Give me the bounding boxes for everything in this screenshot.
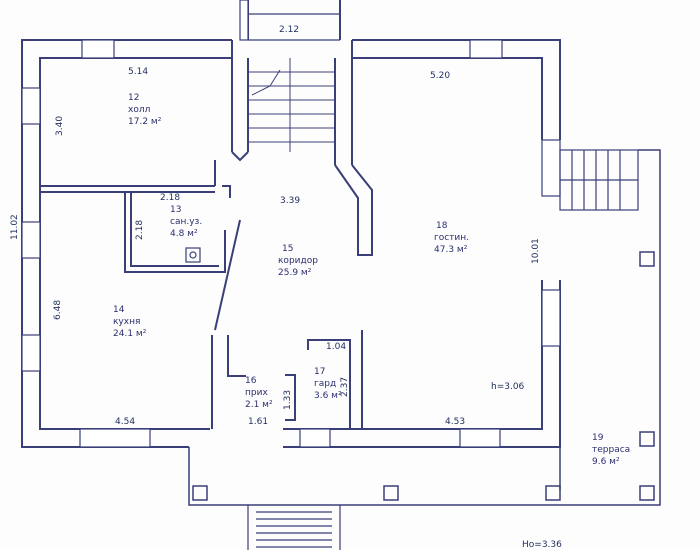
room-18-area: 47.3 м² xyxy=(434,245,468,255)
interior-walls xyxy=(40,160,363,429)
room-12-name: холл xyxy=(128,105,150,115)
toilet-bowl-icon xyxy=(189,251,197,259)
window-north-living xyxy=(469,39,503,59)
dim-bath-height: 2.18 xyxy=(135,220,145,240)
dim-stair-top: 2.12 xyxy=(279,25,299,35)
internal-staircase xyxy=(248,58,335,152)
window-south-kitchen xyxy=(79,428,151,448)
room-15-area: 25.9 м² xyxy=(278,268,312,278)
ceiling-height-note: h=3.06 xyxy=(491,382,525,392)
room-14-number: 14 xyxy=(113,305,125,315)
bathroom-walls-inner xyxy=(130,192,219,267)
angled-partition-wall xyxy=(334,164,373,256)
stair-window-left xyxy=(239,0,249,41)
entry-wall-right xyxy=(285,374,296,421)
terrace-post xyxy=(639,485,655,501)
dim-right-height: 10.01 xyxy=(531,238,541,264)
dimension-labels: 2.12 5.14 5.20 3.40 2.18 2.18 3.39 11.02… xyxy=(10,25,541,427)
terrace-post xyxy=(639,251,655,267)
room-19-number: 19 xyxy=(592,433,604,443)
room-14-name: кухня xyxy=(113,317,140,327)
room-18-name: гостин. xyxy=(434,233,469,243)
room-15-number: 15 xyxy=(282,244,293,254)
north-east-outer-wall xyxy=(352,39,561,140)
window-south-living xyxy=(459,428,501,448)
bathroom-walls xyxy=(124,192,226,273)
room-14-area: 24.1 м² xyxy=(113,329,147,339)
dim-kitchen-height: 6.48 xyxy=(53,300,63,320)
room-13-name: сан.уз. xyxy=(170,217,202,227)
toilet-icon xyxy=(185,247,201,263)
ground-height-note: Hо=3.36 xyxy=(522,540,562,550)
window-east-living-1 xyxy=(541,139,561,197)
room-16-number: 16 xyxy=(245,376,257,386)
kitchen-door-swing xyxy=(214,219,241,331)
room-13-number: 13 xyxy=(170,205,181,215)
dim-corridor-width: 3.39 xyxy=(280,196,300,206)
closet-walls xyxy=(307,339,351,429)
terrace-stair xyxy=(559,149,639,211)
room-12-area: 17.2 м² xyxy=(128,117,162,127)
dim-top-left: 5.14 xyxy=(128,67,148,77)
dim-hall-height: 3.40 xyxy=(55,116,65,136)
window-west-hall xyxy=(21,87,41,125)
entry-wall-left xyxy=(227,335,246,377)
window-north-hall xyxy=(81,39,115,59)
bath-door-jamb xyxy=(222,185,231,198)
dim-entry-width: 1.61 xyxy=(248,417,268,427)
room-labels: 12 холл 17.2 м² 13 сан.уз. 4.8 м² 14 кух… xyxy=(113,93,630,467)
room-17-name: гард xyxy=(314,379,336,389)
toilet-fixture xyxy=(185,247,201,263)
room-12-number: 12 xyxy=(128,93,139,103)
stair-wall-cap xyxy=(231,151,249,162)
stair-direction-arrow xyxy=(251,69,281,96)
terrace-post xyxy=(383,485,399,501)
room-16-name: прих xyxy=(245,388,268,398)
top-exterior-stair xyxy=(248,13,340,41)
window-south-closet xyxy=(299,428,331,448)
room-16-area: 2.1 м² xyxy=(245,400,273,410)
notes: h=3.06 Hо=3.36 xyxy=(491,382,562,550)
room-13-area: 4.8 м² xyxy=(170,229,198,239)
room-19-name: терраса xyxy=(592,445,630,455)
windows xyxy=(21,0,561,448)
terrace-post xyxy=(192,485,208,501)
dim-closet-height: 2.37 xyxy=(340,377,350,397)
dim-closet-width: 1.04 xyxy=(326,342,346,352)
room-17-area: 3.6 м² xyxy=(314,391,342,401)
dim-bottom-right: 4.53 xyxy=(445,417,465,427)
dim-entry-height: 1.33 xyxy=(283,390,293,410)
terrace-post xyxy=(545,485,561,501)
north-east-inner-wall xyxy=(352,57,543,140)
terrace-outline xyxy=(188,149,661,506)
dim-bottom-left: 4.54 xyxy=(115,417,135,427)
dim-top-right: 5.20 xyxy=(430,71,450,81)
window-west-kitchen-2 xyxy=(21,334,41,372)
terrace-boundary xyxy=(188,149,661,506)
terrace-post xyxy=(639,431,655,447)
room-17-number: 17 xyxy=(314,367,325,377)
dim-overall-height: 11.02 xyxy=(10,214,20,240)
room-19-area: 9.6 м² xyxy=(592,457,620,467)
room-15-name: коридор xyxy=(278,256,318,266)
bottom-exterior-stair xyxy=(247,505,341,550)
dim-bath-width: 2.18 xyxy=(160,193,180,203)
window-west-kitchen-1 xyxy=(21,221,41,259)
room-18-number: 18 xyxy=(436,221,448,231)
window-east-living-2 xyxy=(541,289,561,347)
